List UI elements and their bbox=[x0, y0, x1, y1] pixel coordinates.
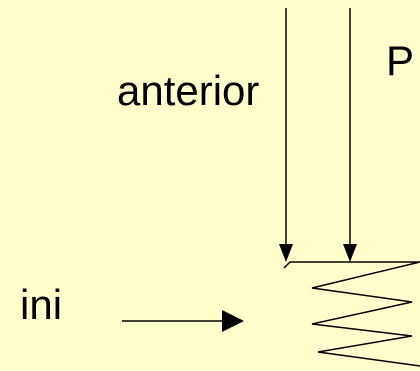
vertical-arrow-right-head bbox=[343, 244, 357, 262]
label-anterior: anterior bbox=[117, 67, 260, 114]
horizontal-arrow-head bbox=[222, 310, 244, 332]
label-p: P bbox=[386, 37, 415, 84]
zigzag-shape bbox=[283, 261, 420, 367]
vertical-arrow-left-head bbox=[279, 244, 293, 262]
label-ini: ini bbox=[20, 281, 63, 328]
